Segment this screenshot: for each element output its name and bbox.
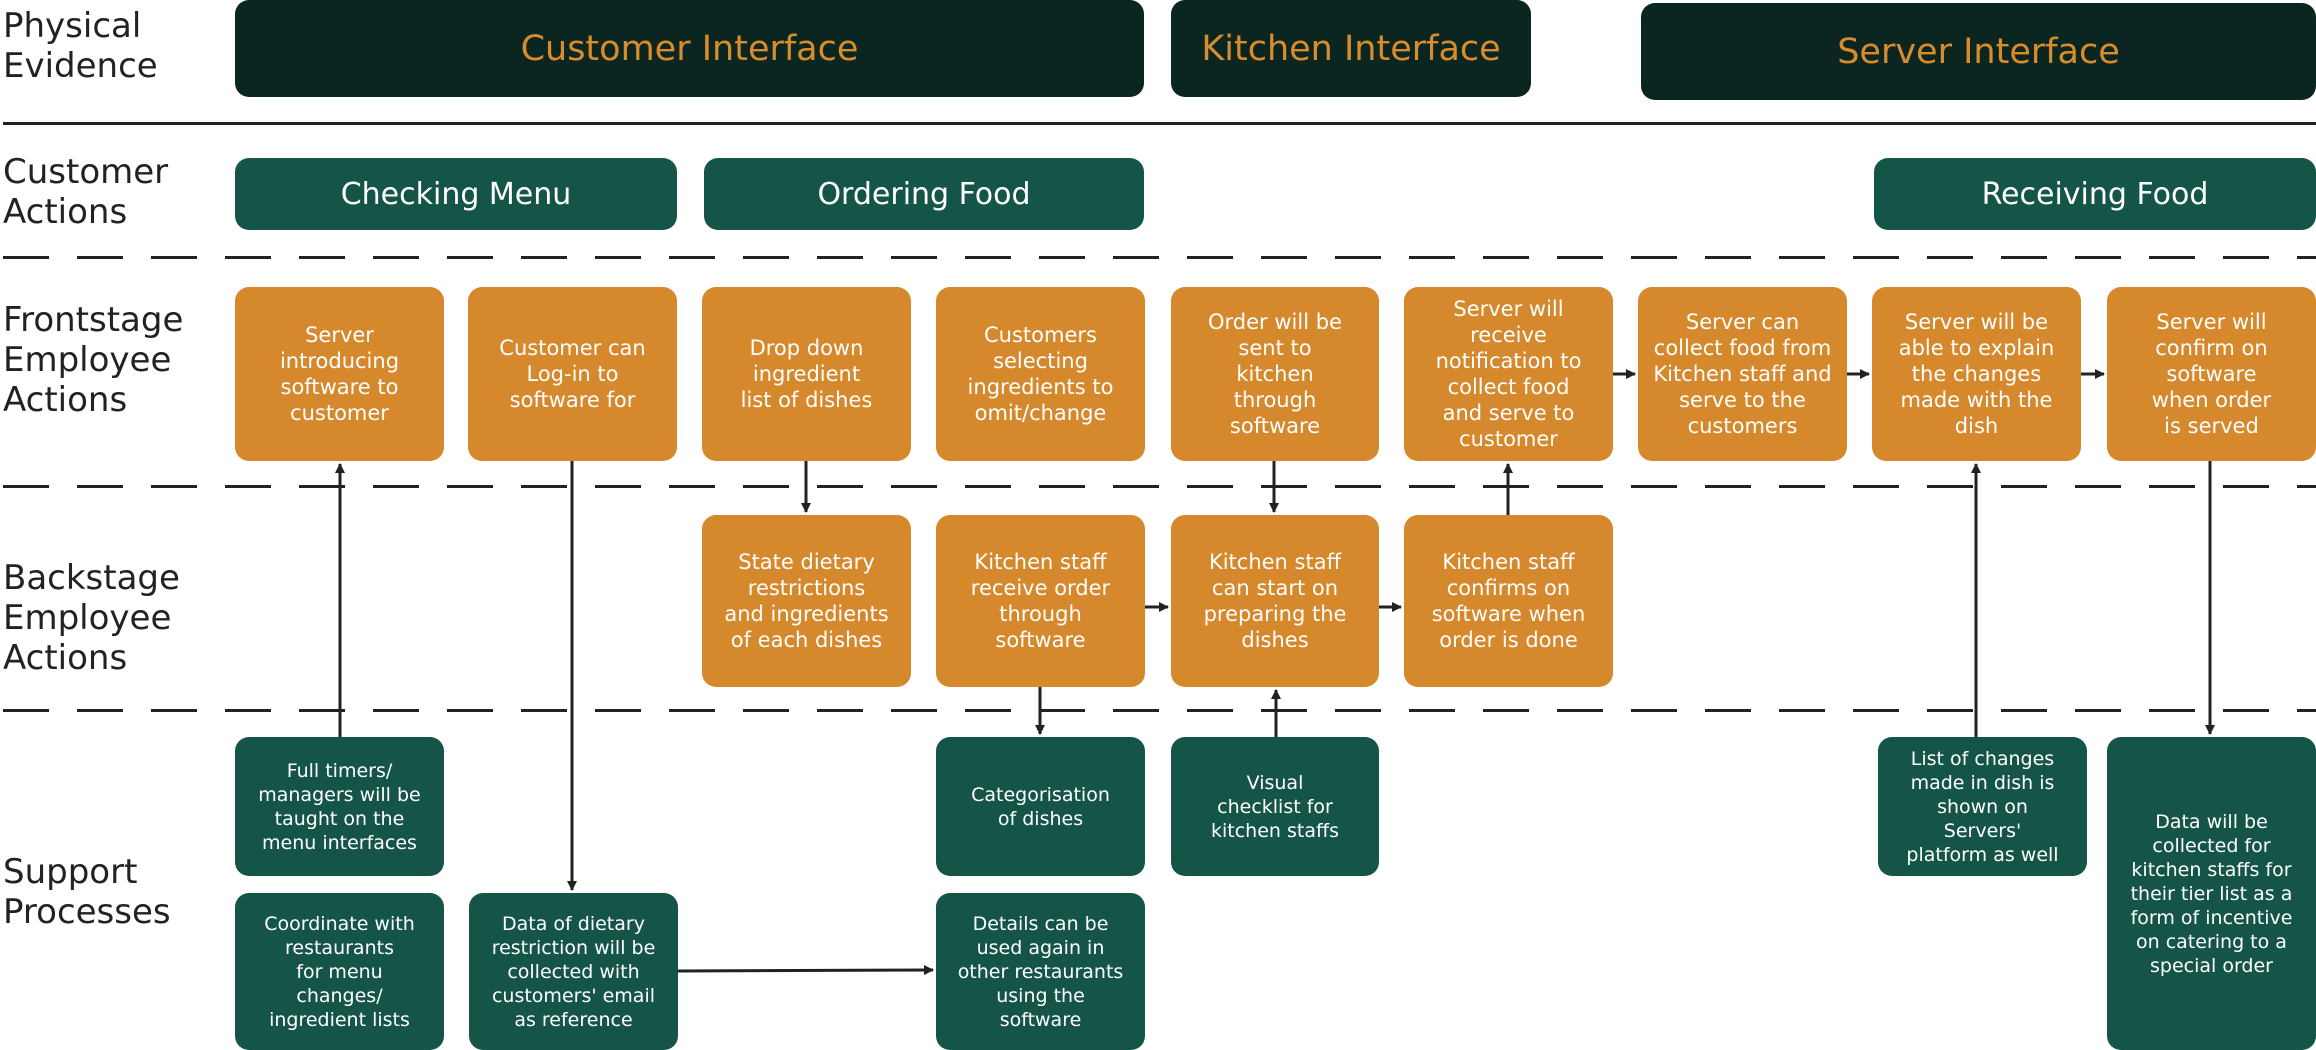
lane-separator-dashed bbox=[3, 256, 2316, 259]
frontstage-step-3: Drop down ingredient list of dishes bbox=[702, 287, 911, 461]
physical-evidence-kitchen-interface: Kitchen Interface bbox=[1171, 0, 1531, 97]
frontstage-step-4: Customers selecting ingredients to omit/… bbox=[936, 287, 1145, 461]
backstage-step-2: Kitchen staff receive order through soft… bbox=[936, 515, 1145, 687]
lane-separator-dashed bbox=[3, 709, 2316, 712]
support-step-7: List of changes made in dish is shown on… bbox=[1878, 737, 2087, 876]
frontstage-step-2: Customer can Log-in to software for bbox=[468, 287, 677, 461]
frontstage-step-5: Order will be sent to kitchen through so… bbox=[1171, 287, 1379, 461]
frontstage-step-7: Server can collect food from Kitchen sta… bbox=[1638, 287, 1847, 461]
physical-evidence-server-interface: Server Interface bbox=[1641, 3, 2316, 100]
support-step-4: Categorisation of dishes bbox=[936, 737, 1145, 876]
lane-label-physical-evidence: Physical Evidence bbox=[3, 6, 158, 86]
customer-action-receiving-food: Receiving Food bbox=[1874, 158, 2316, 230]
physical-evidence-customer-interface: Customer Interface bbox=[235, 0, 1144, 97]
backstage-step-3: Kitchen staff can start on preparing the… bbox=[1171, 515, 1379, 687]
frontstage-step-1: Server introducing software to customer bbox=[235, 287, 444, 461]
support-step-1: Full timers/ managers will be taught on … bbox=[235, 737, 444, 876]
customer-action-ordering-food: Ordering Food bbox=[704, 158, 1144, 230]
support-step-8: Data will be collected for kitchen staff… bbox=[2107, 737, 2316, 1050]
support-step-6: Visual checklist for kitchen staffs bbox=[1171, 737, 1379, 876]
backstage-step-1: State dietary restrictions and ingredien… bbox=[702, 515, 911, 687]
support-step-5: Details can be used again in other resta… bbox=[936, 893, 1145, 1050]
lane-separator-solid bbox=[3, 122, 2316, 125]
frontstage-step-6: Server will receive notification to coll… bbox=[1404, 287, 1613, 461]
lane-label-frontstage: Frontstage Employee Actions bbox=[3, 300, 184, 420]
frontstage-step-8: Server will be able to explain the chang… bbox=[1872, 287, 2081, 461]
frontstage-step-9: Server will confirm on software when ord… bbox=[2107, 287, 2316, 461]
customer-action-checking-menu: Checking Menu bbox=[235, 158, 677, 230]
lane-label-customer-actions: Customer Actions bbox=[3, 152, 169, 232]
backstage-step-4: Kitchen staff confirms on software when … bbox=[1404, 515, 1613, 687]
lane-label-support: Support Processes bbox=[3, 852, 171, 932]
support-step-2: Coordinate with restaurants for menu cha… bbox=[235, 893, 444, 1050]
lane-label-backstage: Backstage Employee Actions bbox=[3, 558, 180, 678]
arrow-s3-to-s5 bbox=[677, 965, 934, 976]
support-step-3: Data of dietary restriction will be coll… bbox=[469, 893, 678, 1050]
lane-separator-dashed bbox=[3, 485, 2316, 488]
